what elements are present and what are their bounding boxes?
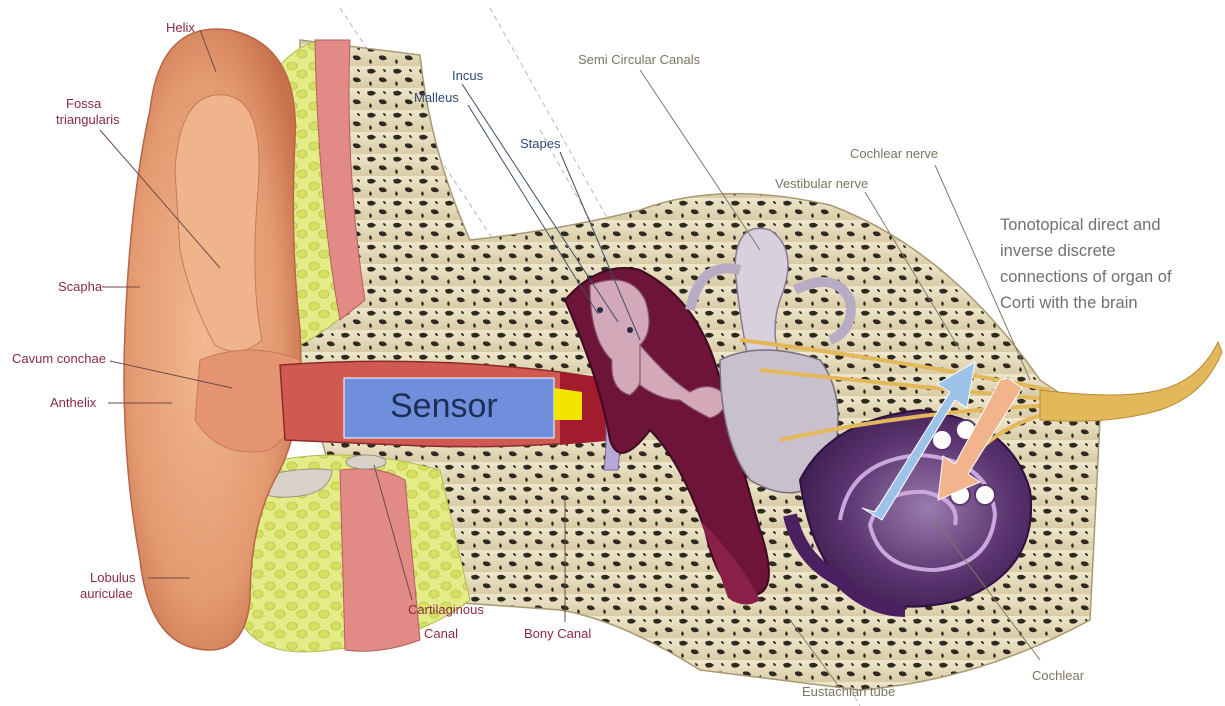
label-vestibular-nerve: Vestibular nerve bbox=[775, 176, 868, 191]
sensor-tip bbox=[554, 388, 582, 420]
description-line-1: Tonotopical direct and bbox=[1000, 216, 1161, 234]
label-stapes: Stapes bbox=[520, 136, 561, 151]
label-fossa-line2: triangularis bbox=[56, 112, 120, 127]
label-semi-circular-canals: Semi Circular Canals bbox=[578, 52, 701, 67]
label-incus: Incus bbox=[452, 68, 484, 83]
label-cartilaginous-line1: Cartilaginous bbox=[408, 602, 484, 617]
label-anthelix: Anthelix bbox=[50, 395, 97, 410]
description-line-3: connections of organ of bbox=[1000, 268, 1172, 286]
ossicle-joint bbox=[597, 307, 603, 313]
label-cartilaginous-line2: Canal bbox=[424, 626, 458, 641]
cochlea-cross-section bbox=[975, 485, 995, 505]
label-cavum-conchae: Cavum conchae bbox=[12, 351, 106, 366]
description-line-2: inverse discrete bbox=[1000, 242, 1116, 260]
label-lobulus-line1: Lobulus bbox=[90, 570, 136, 585]
label-cochlear: Cochlear bbox=[1032, 668, 1085, 683]
label-lobulus-line2: auriculae bbox=[80, 586, 133, 601]
cartilage-nodule bbox=[346, 455, 386, 469]
label-scapha: Scapha bbox=[58, 279, 103, 294]
label-malleus: Malleus bbox=[414, 90, 459, 105]
ossicle-joint bbox=[627, 327, 633, 333]
description-line-4: Corti with the brain bbox=[1000, 294, 1138, 312]
sensor-label: Sensor bbox=[390, 387, 498, 425]
label-helix: Helix bbox=[166, 20, 195, 35]
label-fossa-line1: Fossa bbox=[66, 96, 102, 111]
label-bony-canal: Bony Canal bbox=[524, 626, 591, 641]
label-eustachian-tube: Eustachian tube bbox=[802, 684, 895, 699]
label-cochlear-nerve: Cochlear nerve bbox=[850, 146, 938, 161]
